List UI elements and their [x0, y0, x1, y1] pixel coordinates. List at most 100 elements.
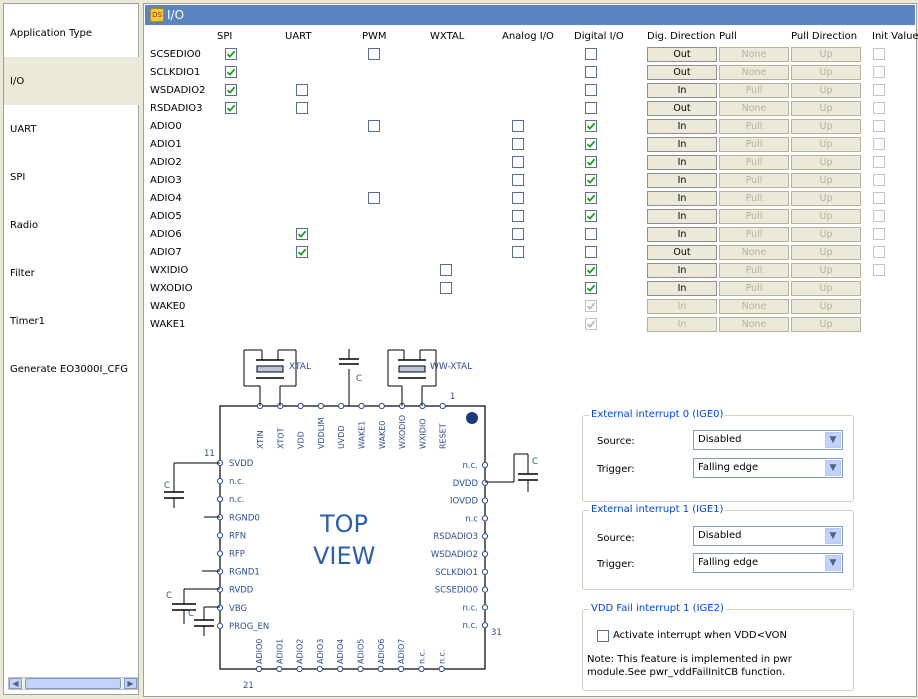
direction-button[interactable]: In: [647, 191, 717, 206]
ext0-source-select[interactable]: Disabled▼: [693, 430, 843, 450]
pull-direction-button[interactable]: Up: [791, 245, 861, 260]
pull-button[interactable]: None: [719, 245, 789, 260]
analog-checkbox[interactable]: [512, 138, 524, 150]
nav-item[interactable]: Generate EO3000I_CFG: [10, 363, 128, 375]
pwm-checkbox[interactable]: [368, 48, 380, 60]
scroll-right-button[interactable]: ▶: [124, 678, 137, 689]
pull-button[interactable]: Pull: [719, 263, 789, 278]
nav-item[interactable]: SPI: [10, 171, 26, 183]
direction-button[interactable]: Out: [647, 101, 717, 116]
analog-checkbox[interactable]: [512, 156, 524, 168]
direction-button[interactable]: Out: [647, 65, 717, 80]
digital-checkbox[interactable]: [585, 66, 597, 78]
pull-button[interactable]: Pull: [719, 173, 789, 188]
pull-button[interactable]: None: [719, 299, 789, 314]
ext1-trigger-select[interactable]: Falling edge▼: [693, 553, 843, 573]
uart-checkbox[interactable]: [296, 246, 308, 258]
direction-button[interactable]: Out: [647, 47, 717, 62]
pull-button[interactable]: None: [719, 47, 789, 62]
spi-checkbox[interactable]: [225, 66, 237, 78]
direction-button[interactable]: In: [647, 209, 717, 224]
pwm-checkbox[interactable]: [368, 192, 380, 204]
pull-direction-button[interactable]: Up: [791, 83, 861, 98]
pull-button[interactable]: Pull: [719, 191, 789, 206]
pull-direction-button[interactable]: Up: [791, 101, 861, 116]
pull-direction-button[interactable]: Up: [791, 191, 861, 206]
uart-checkbox[interactable]: [296, 228, 308, 240]
analog-checkbox[interactable]: [512, 246, 524, 258]
spi-checkbox[interactable]: [225, 102, 237, 114]
analog-checkbox[interactable]: [512, 210, 524, 222]
nav-item[interactable]: Timer1: [10, 315, 45, 327]
spi-checkbox[interactable]: [225, 84, 237, 96]
digital-checkbox[interactable]: [585, 192, 597, 204]
spi-checkbox[interactable]: [225, 48, 237, 60]
pull-button[interactable]: Pull: [719, 137, 789, 152]
nav-item[interactable]: Filter: [10, 267, 35, 279]
pull-direction-button[interactable]: Up: [791, 65, 861, 80]
wxtal-checkbox[interactable]: [440, 264, 452, 276]
ext0-trigger-select[interactable]: Falling edge▼: [693, 458, 843, 478]
direction-button[interactable]: In: [647, 83, 717, 98]
digital-checkbox[interactable]: [585, 102, 597, 114]
direction-button[interactable]: In: [647, 155, 717, 170]
pull-button[interactable]: Pull: [719, 209, 789, 224]
digital-checkbox[interactable]: [585, 246, 597, 258]
pull-direction-button[interactable]: Up: [791, 281, 861, 296]
scroll-left-button[interactable]: ◀: [9, 678, 22, 689]
digital-checkbox[interactable]: [585, 48, 597, 60]
pull-direction-button[interactable]: Up: [791, 317, 861, 332]
direction-button[interactable]: In: [647, 299, 717, 314]
pull-button[interactable]: Pull: [719, 227, 789, 242]
pull-direction-button[interactable]: Up: [791, 227, 861, 242]
analog-checkbox[interactable]: [512, 228, 524, 240]
pull-direction-button[interactable]: Up: [791, 173, 861, 188]
pull-button[interactable]: Pull: [719, 119, 789, 134]
pull-direction-button[interactable]: Up: [791, 119, 861, 134]
pull-button[interactable]: Pull: [719, 155, 789, 170]
digital-checkbox[interactable]: [585, 174, 597, 186]
direction-button[interactable]: In: [647, 281, 717, 296]
scroll-thumb[interactable]: [25, 678, 121, 689]
direction-button[interactable]: Out: [647, 245, 717, 260]
digital-checkbox[interactable]: [585, 264, 597, 276]
direction-button[interactable]: In: [647, 137, 717, 152]
digital-checkbox[interactable]: [585, 228, 597, 240]
pull-direction-button[interactable]: Up: [791, 155, 861, 170]
pull-direction-button[interactable]: Up: [791, 209, 861, 224]
pull-direction-button[interactable]: Up: [791, 137, 861, 152]
uart-checkbox[interactable]: [296, 102, 308, 114]
horizontal-scrollbar[interactable]: ◀ ▶: [8, 677, 138, 690]
direction-button[interactable]: In: [647, 263, 717, 278]
analog-checkbox[interactable]: [512, 174, 524, 186]
direction-button[interactable]: In: [647, 227, 717, 242]
vdd-fail-checkbox[interactable]: [597, 630, 609, 642]
analog-checkbox[interactable]: [512, 120, 524, 132]
pull-direction-button[interactable]: Up: [791, 299, 861, 314]
uart-checkbox[interactable]: [296, 84, 308, 96]
nav-item[interactable]: I/O: [4, 57, 139, 105]
digital-checkbox[interactable]: [585, 210, 597, 222]
digital-checkbox[interactable]: [585, 138, 597, 150]
direction-button[interactable]: In: [647, 173, 717, 188]
pull-button[interactable]: None: [719, 65, 789, 80]
digital-checkbox[interactable]: [585, 120, 597, 132]
nav-item[interactable]: Radio: [10, 219, 39, 231]
nav-item[interactable]: UART: [10, 123, 37, 135]
digital-checkbox[interactable]: [585, 282, 597, 294]
pull-button[interactable]: Pull: [719, 281, 789, 296]
pull-button[interactable]: None: [719, 101, 789, 116]
wxtal-checkbox[interactable]: [440, 282, 452, 294]
pull-button[interactable]: Pull: [719, 83, 789, 98]
digital-checkbox[interactable]: [585, 156, 597, 168]
pull-button[interactable]: None: [719, 317, 789, 332]
pull-direction-button[interactable]: Up: [791, 263, 861, 278]
digital-checkbox[interactable]: [585, 84, 597, 96]
direction-button[interactable]: In: [647, 317, 717, 332]
pull-direction-button[interactable]: Up: [791, 47, 861, 62]
direction-button[interactable]: In: [647, 119, 717, 134]
analog-checkbox[interactable]: [512, 192, 524, 204]
ext1-source-select[interactable]: Disabled▼: [693, 526, 843, 546]
nav-item[interactable]: Application Type: [10, 27, 93, 39]
pwm-checkbox[interactable]: [368, 120, 380, 132]
